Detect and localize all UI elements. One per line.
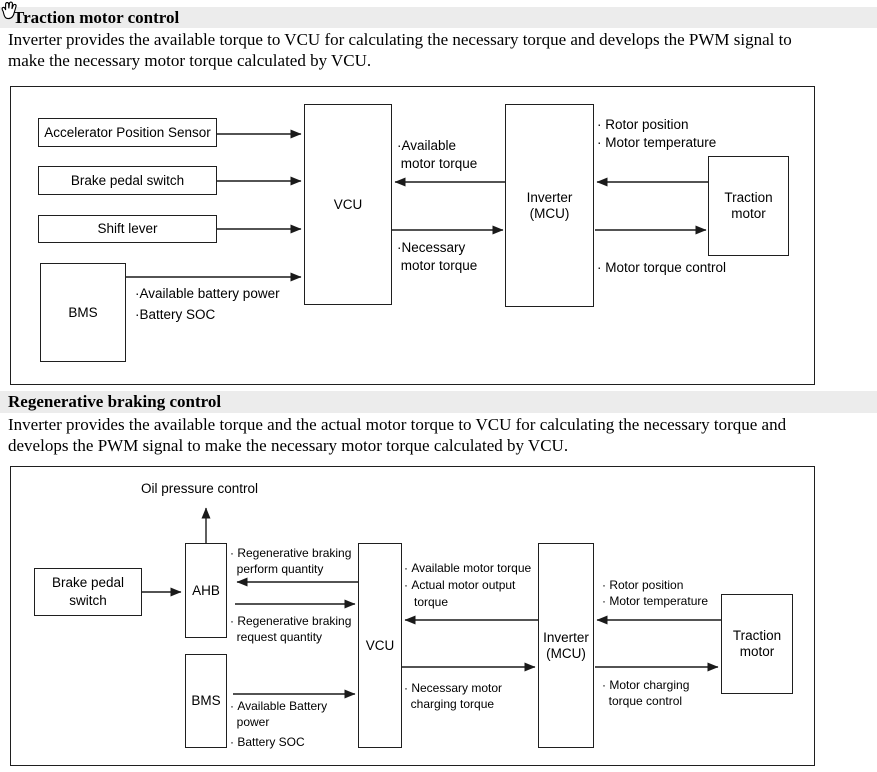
box-shift-lever: Shift lever [38, 215, 217, 243]
label-available-motor-torque: ·Available motor torque [397, 138, 478, 171]
box-brake-pedal-switch: Brake pedal switch [38, 166, 217, 195]
label-regen-request-quantity: · Regenerative braking request quantity [230, 614, 352, 644]
label-rotor-feedback: · Rotor position · Motor temperature [602, 578, 709, 608]
label-necessary-motor-torque: ·Necessary motor torque [397, 240, 478, 273]
box-bms: BMS [40, 263, 126, 362]
section2-body: Inverter provides the available torque a… [8, 415, 787, 455]
hand-cursor-glyph [1, 1, 17, 20]
label-oil-pressure-control: Oil pressure control [141, 481, 259, 496]
section1-heading-bar: Traction motor control [0, 7, 877, 28]
section2-heading: Regenerative braking control [8, 392, 222, 411]
label-available-actual-torque: · Available motor torque · Actual motor … [404, 561, 532, 609]
box-traction-motor: Traction motor [721, 594, 793, 694]
label-available-battery-power: · Available Battery power [230, 699, 328, 729]
box-accelerator-position-sensor: Accelerator Position Sensor [38, 118, 217, 147]
label-battery-soc: · Battery SOC [230, 735, 305, 749]
regenerative-braking-diagram: Oil pressure control Brake pedal switch … [10, 466, 815, 766]
box-ahb: AHB [185, 543, 227, 638]
hand-cursor-icon [0, 1, 19, 27]
label-necessary-charging-torque: · Necessary motor charging torque [404, 681, 503, 711]
label-bms-outputs: ·Available battery power ·Battery SOC [135, 286, 280, 322]
box-inverter-mcu: Inverter (MCU) [505, 104, 594, 307]
section1-heading: Traction motor control [13, 7, 180, 27]
section2-heading-bar: Regenerative braking control [0, 391, 877, 413]
traction-motor-diagram: Accelerator Position Sensor Brake pedal … [10, 86, 815, 385]
label-motor-torque-control: · Motor torque control [597, 260, 727, 275]
label-rotor-feedback: · Rotor position · Motor temperature [597, 117, 717, 150]
box-inverter-mcu: Inverter (MCU) [538, 543, 594, 748]
box-bms: BMS [185, 654, 227, 748]
box-brake-pedal-switch: Brake pedal switch [34, 568, 142, 616]
section1-body: Inverter provides the available torque t… [8, 30, 792, 70]
label-motor-charging-control: · Motor charging torque control [602, 678, 690, 708]
box-vcu: VCU [358, 543, 402, 748]
box-traction-motor: Traction motor [708, 156, 789, 256]
label-regen-perform-quantity: · Regenerative braking perform quantity [230, 546, 352, 576]
box-vcu: VCU [304, 104, 392, 305]
traction-diagram-arrows [126, 129, 708, 282]
regen-diagram-arrows [142, 507, 721, 699]
